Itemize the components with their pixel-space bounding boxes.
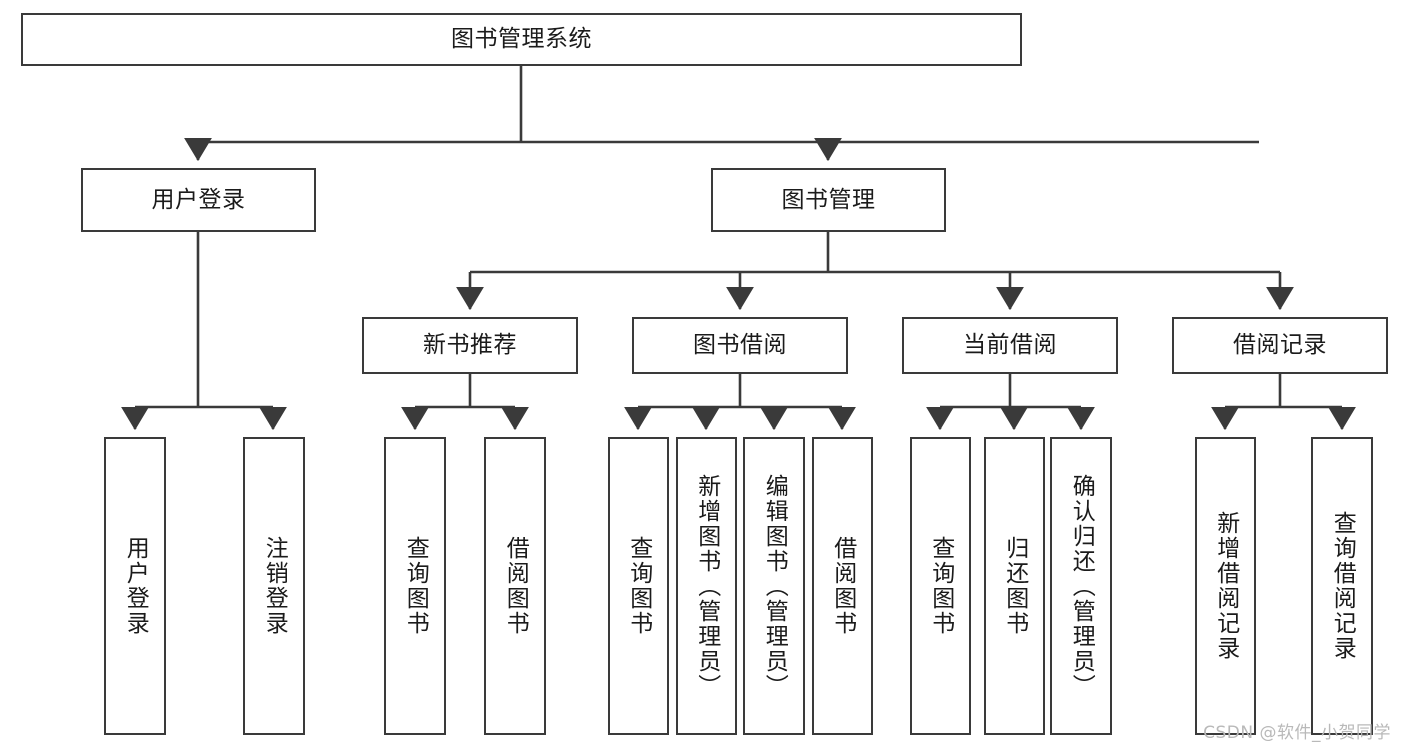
- node-leaf-confirm-return-admin[interactable]: 确认归还（管理员）: [1050, 437, 1112, 735]
- node-book-borrow-label: 图书借阅: [693, 332, 787, 359]
- node-leaf-borrow-book-recommend[interactable]: 借阅图书: [484, 437, 546, 735]
- node-book-borrow[interactable]: 图书借阅: [632, 317, 848, 374]
- node-borrow-record[interactable]: 借阅记录: [1172, 317, 1388, 374]
- node-leaf-user-login[interactable]: 用户登录: [104, 437, 166, 735]
- node-leaf-user-login-label: 用户登录: [122, 536, 149, 636]
- node-new-book-recommend-label: 新书推荐: [423, 332, 517, 359]
- node-leaf-query-book-recommend-label: 查询图书: [402, 536, 429, 636]
- node-leaf-add-book-admin-label: 新增图书（管理员）: [693, 473, 720, 699]
- node-leaf-user-logout-label: 注销登录: [261, 536, 288, 636]
- node-borrow-record-label: 借阅记录: [1233, 332, 1327, 359]
- node-user-login[interactable]: 用户登录: [81, 168, 316, 232]
- node-leaf-query-book-current[interactable]: 查询图书: [910, 437, 971, 735]
- node-leaf-query-borrow-record[interactable]: 查询借阅记录: [1311, 437, 1373, 735]
- node-leaf-query-book-current-label: 查询图书: [927, 536, 954, 636]
- node-leaf-borrow-book[interactable]: 借阅图书: [812, 437, 873, 735]
- node-user-login-label: 用户登录: [151, 186, 246, 213]
- node-leaf-borrow-book-recommend-label: 借阅图书: [502, 536, 529, 636]
- node-leaf-return-book-label: 归还图书: [1001, 536, 1028, 636]
- node-leaf-add-borrow-record-label: 新增借阅记录: [1212, 511, 1239, 661]
- node-current-borrow-label: 当前借阅: [963, 332, 1057, 359]
- node-leaf-query-borrow-record-label: 查询借阅记录: [1329, 511, 1356, 661]
- node-leaf-add-borrow-record[interactable]: 新增借阅记录: [1195, 437, 1256, 735]
- node-leaf-confirm-return-admin-label: 确认归还（管理员）: [1068, 473, 1095, 699]
- node-root-system[interactable]: 图书管理系统: [21, 13, 1022, 66]
- node-leaf-query-book-recommend[interactable]: 查询图书: [384, 437, 446, 735]
- node-root-label: 图书管理系统: [451, 26, 592, 53]
- node-leaf-edit-book-admin-label: 编辑图书（管理员）: [761, 473, 788, 699]
- node-current-borrow[interactable]: 当前借阅: [902, 317, 1118, 374]
- node-leaf-return-book[interactable]: 归还图书: [984, 437, 1045, 735]
- node-leaf-query-book-borrow-label: 查询图书: [625, 536, 652, 636]
- node-book-manage-label: 图书管理: [781, 186, 876, 213]
- node-leaf-add-book-admin[interactable]: 新增图书（管理员）: [676, 437, 737, 735]
- node-leaf-query-book-borrow[interactable]: 查询图书: [608, 437, 669, 735]
- node-new-book-recommend[interactable]: 新书推荐: [362, 317, 578, 374]
- watermark-text: CSDN @软件_小贺同学: [1203, 723, 1391, 743]
- node-leaf-user-logout[interactable]: 注销登录: [243, 437, 305, 735]
- node-book-manage[interactable]: 图书管理: [711, 168, 946, 232]
- node-leaf-edit-book-admin[interactable]: 编辑图书（管理员）: [743, 437, 805, 735]
- node-leaf-borrow-book-label: 借阅图书: [829, 536, 856, 636]
